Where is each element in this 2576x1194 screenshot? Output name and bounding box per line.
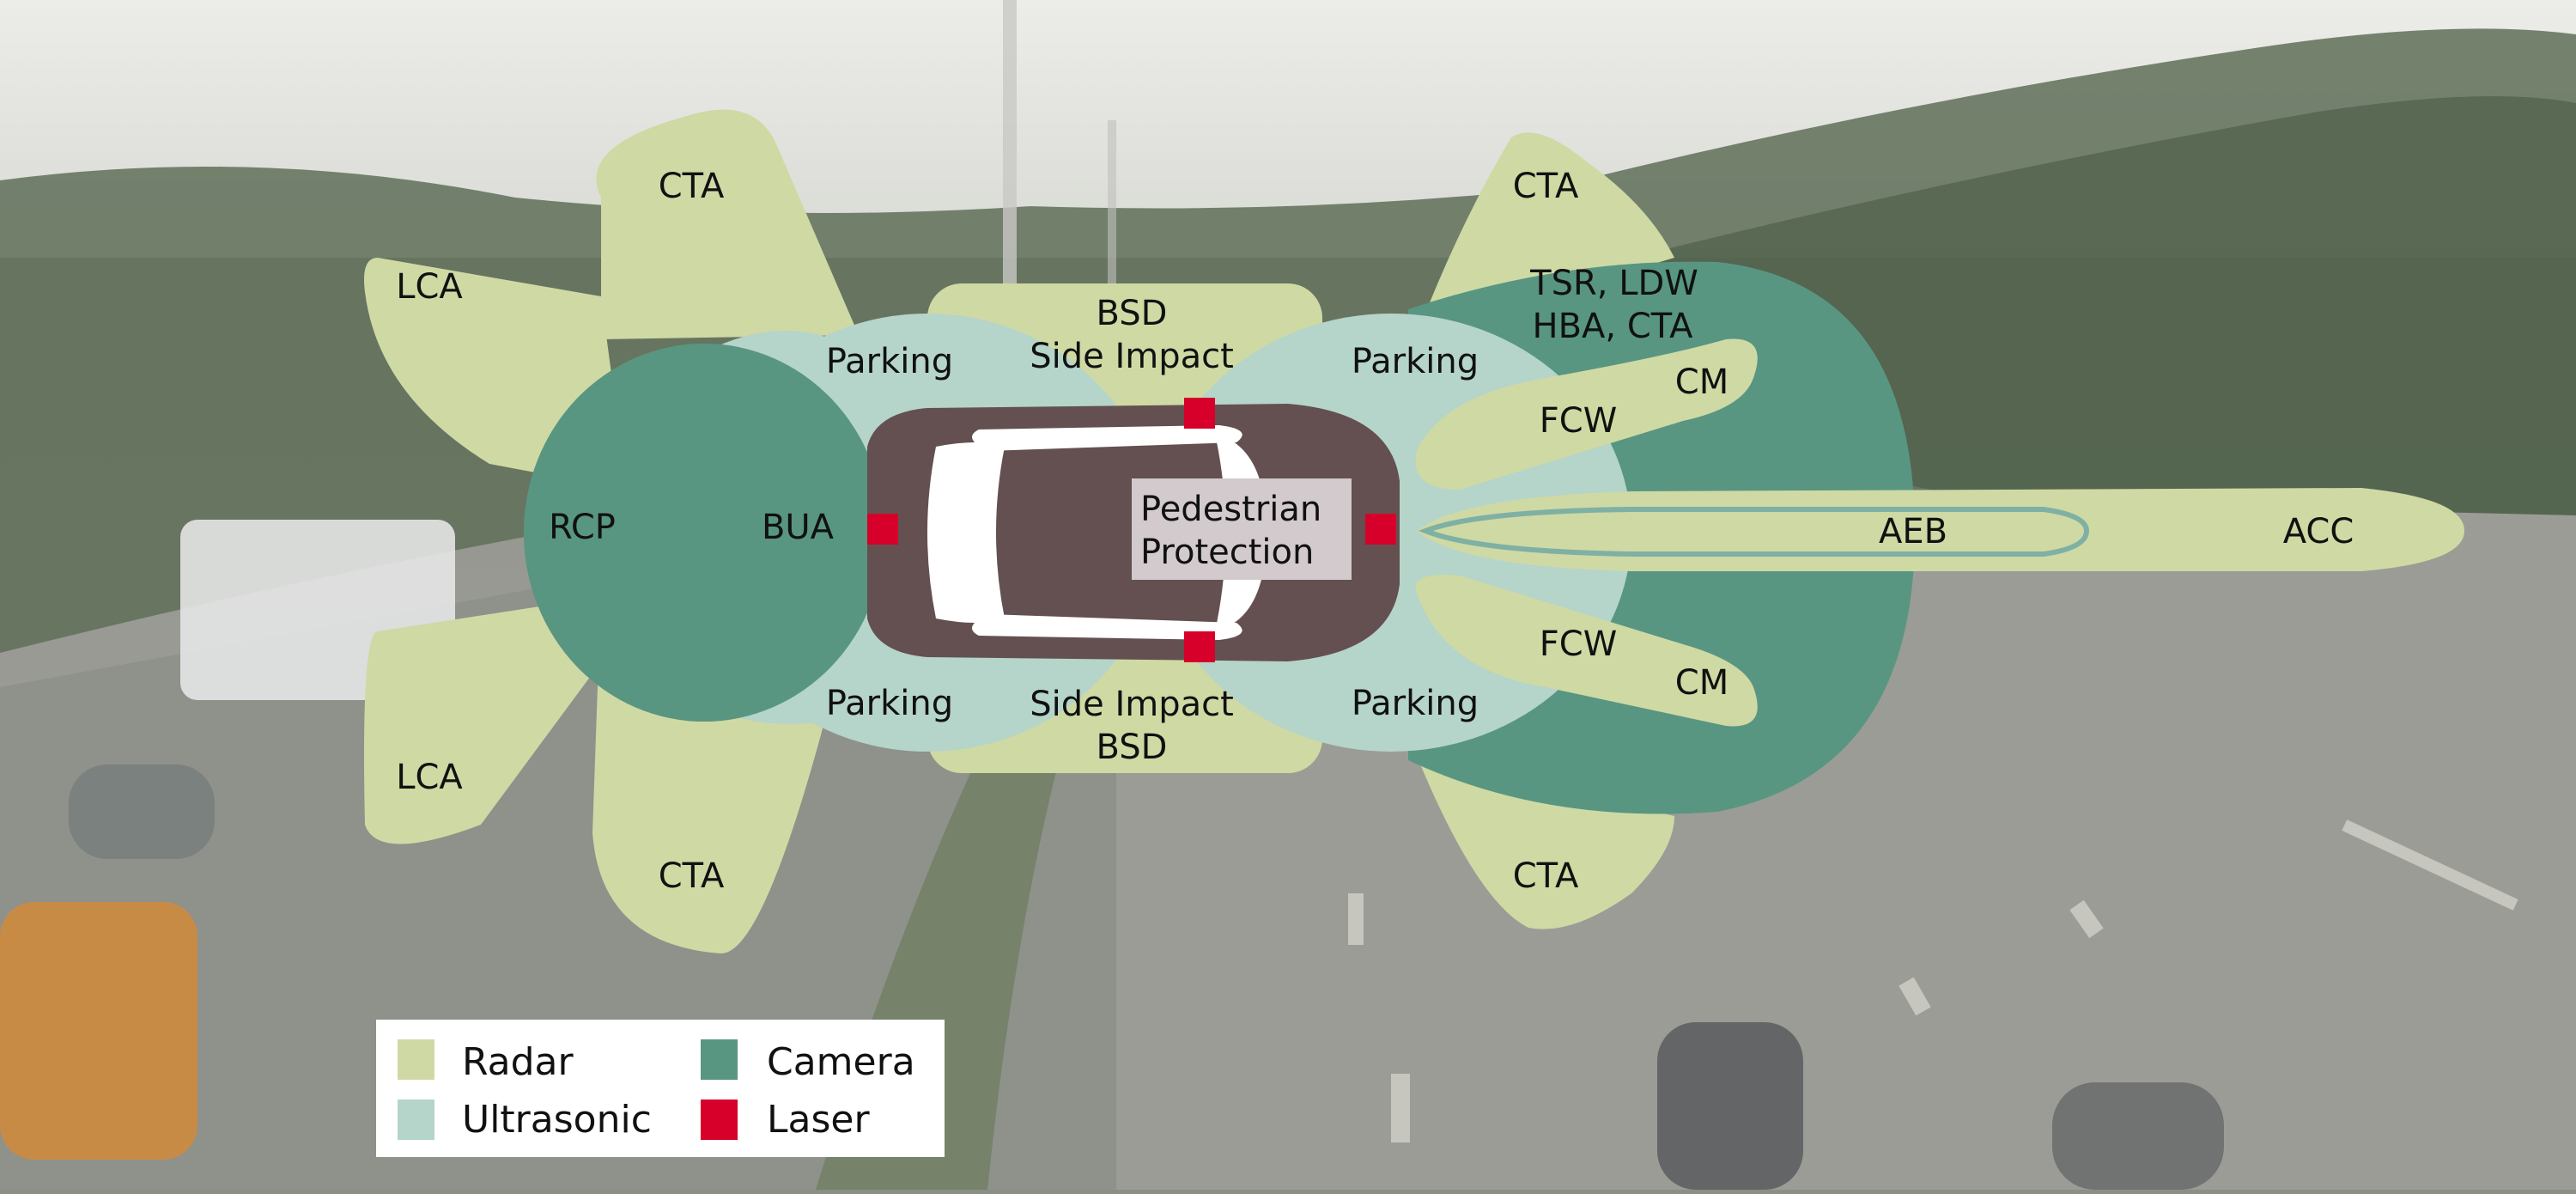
fcw-top-zone (1415, 338, 1758, 490)
camera-front-line2: HBA, CTA (1533, 307, 1694, 346)
legend-radar-label: Radar (462, 1040, 574, 1084)
side-bottom-line2: BSD (1097, 728, 1168, 767)
legend-radar-swatch (398, 1039, 434, 1080)
cta-front-bottom-label: CTA (1513, 856, 1579, 896)
acc-label: ACC (2283, 512, 2354, 551)
cm-bottom-label: CM (1675, 663, 1728, 703)
side-top-line2: Side Impact (1030, 337, 1234, 376)
lca-bottom-label: LCA (396, 758, 463, 797)
aeb-label: AEB (1879, 512, 1947, 551)
legend: Radar Camera Ultrasonic Laser (376, 1020, 945, 1157)
laser-front (1365, 514, 1396, 545)
pedestrian-protection-box (1132, 478, 1352, 580)
labels: LCA CTA LCA CTA RCP BUA Parking Parking … (396, 167, 2354, 896)
cta-front-bottom-zone (1417, 756, 1674, 929)
legend-laser-label: Laser (767, 1098, 870, 1142)
fcw-top-label: FCW (1540, 401, 1618, 441)
legend-ultrasonic-swatch (398, 1100, 434, 1140)
camera-front-line1: TSR, LDW (1529, 264, 1698, 303)
laser-sensors (867, 398, 1396, 662)
parking-rear-top-label: Parking (826, 342, 953, 381)
fcw-bottom-zone (1415, 575, 1758, 727)
cta-top-label: CTA (659, 167, 725, 206)
fcw-bottom-label: FCW (1540, 624, 1618, 664)
laser-bottom (1184, 631, 1215, 662)
side-top-line1: BSD (1097, 294, 1168, 333)
side-bottom-line1: Side Impact (1030, 685, 1234, 724)
pedestrian-line1: Pedestrian (1140, 490, 1321, 529)
legend-camera-swatch (701, 1039, 738, 1080)
bua-label: BUA (762, 508, 835, 547)
legend-ultrasonic-label: Ultrasonic (462, 1098, 652, 1142)
aeb-outline (1418, 507, 2090, 557)
cta-front-top-label: CTA (1513, 167, 1579, 206)
rcp-label: RCP (549, 508, 616, 547)
laser-rear (867, 514, 898, 545)
cta-front-top-zone (1417, 132, 1674, 335)
parking-front-bottom-label: Parking (1352, 684, 1479, 723)
parking-front-top-label: Parking (1352, 342, 1479, 381)
lca-bottom-zone (364, 597, 627, 844)
legend-box (376, 1020, 945, 1157)
cm-top-label: CM (1675, 362, 1728, 402)
legend-camera-label: Camera (767, 1040, 915, 1084)
rear-camera-zone-front (524, 344, 884, 722)
cta-top-zone (596, 109, 859, 339)
lca-top-label: LCA (396, 267, 463, 307)
cta-bottom-label: CTA (659, 856, 725, 896)
parking-rear-bottom-label: Parking (826, 684, 953, 723)
legend-laser-swatch (701, 1100, 738, 1140)
laser-top (1184, 398, 1215, 429)
pedestrian-line2: Protection (1140, 533, 1314, 572)
